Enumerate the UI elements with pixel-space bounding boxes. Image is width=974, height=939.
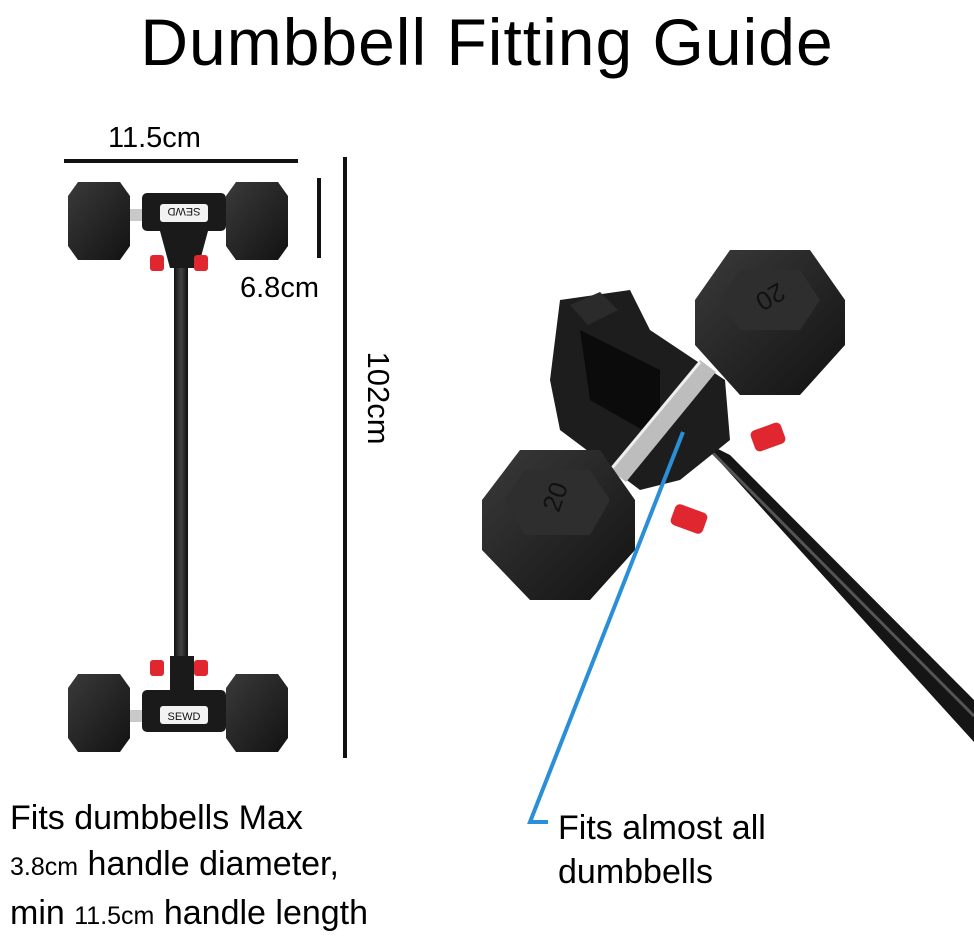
length-text: handle length [163, 894, 369, 932]
top-brand-label: SEWD [167, 205, 200, 217]
bottom-brand-label: SEWD [168, 711, 201, 723]
width-label: 11.5cm [108, 122, 201, 154]
fit-spec-caption: Fits dumbbells Max 3.8cm handle diameter… [10, 795, 368, 939]
top-dumbbell: SEWD [68, 182, 288, 271]
page-title: Dumbbell Fitting Guide [140, 5, 834, 79]
diameter-value: 3.8cm [10, 853, 79, 881]
bottom-dumbbell: SEWD [68, 656, 288, 752]
caption-line-1: Fits dumbbells Max [10, 799, 303, 837]
height-label: 6.8cm [240, 272, 319, 304]
handle-rod [174, 268, 188, 668]
closeup-dumbbell: 20 20 [482, 250, 974, 742]
length-label: 102cm [361, 351, 396, 445]
caption-line-2: 3.8cm handle diameter, [10, 841, 368, 890]
pointer-line [527, 431, 685, 824]
compat-line-2: dumbbells [558, 853, 713, 891]
length-value: 11.5cm [74, 902, 155, 930]
min-text: min [10, 894, 65, 932]
diameter-text: handle diameter, [87, 845, 339, 883]
compatibility-caption: Fits almost all dumbbells [558, 806, 766, 894]
compat-line-1: Fits almost all [558, 809, 766, 847]
caption-line-3: min 11.5cm handle length [10, 890, 368, 939]
